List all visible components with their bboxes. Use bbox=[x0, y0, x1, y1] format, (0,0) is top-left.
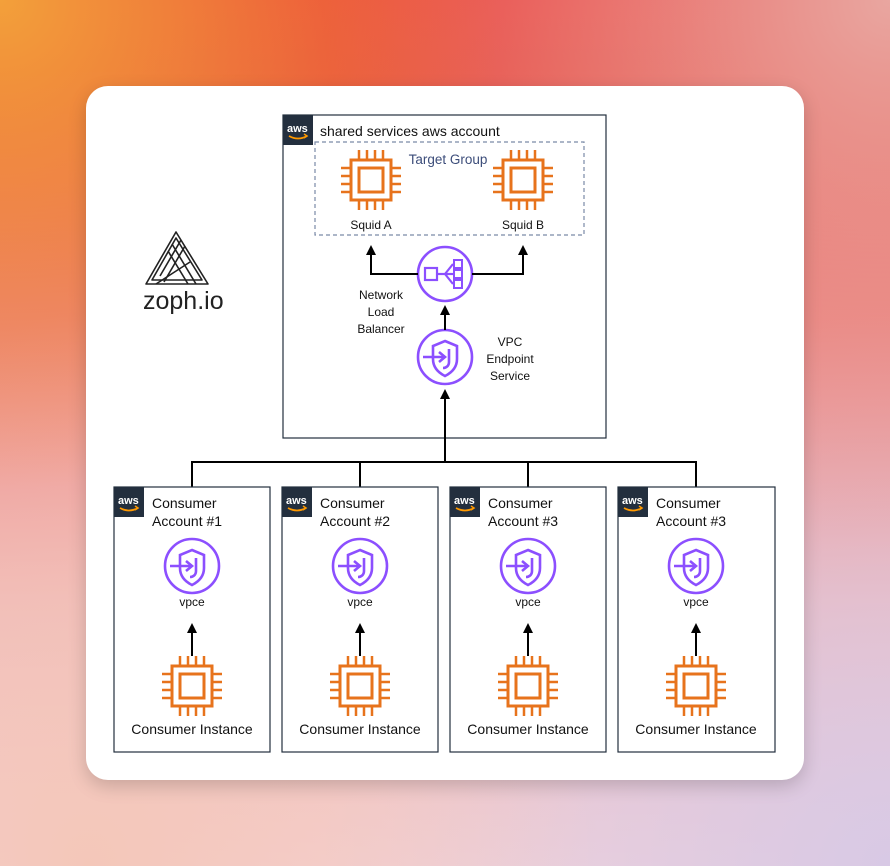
vpc-service-label-line1: VPC bbox=[498, 335, 523, 349]
consumer-account-4: aws Consumer Account #3 vpce Consumer In… bbox=[617, 486, 776, 753]
consumer-instance-label: Consumer Instance bbox=[467, 721, 589, 737]
zoph-logo: zoph.io bbox=[143, 231, 224, 315]
consumer-account-3: aws Consumer Account #3 vpce Consumer In… bbox=[449, 486, 607, 753]
squid-b-label: Squid B bbox=[502, 218, 544, 232]
vpc-service-label-line2: Endpoint bbox=[486, 352, 534, 366]
nlb-label-line3: Balancer bbox=[357, 322, 404, 336]
consumer-title-line2: Account #2 bbox=[320, 513, 390, 529]
account-title: shared services aws account bbox=[320, 123, 500, 139]
vpce-label: vpce bbox=[683, 595, 709, 609]
vpce-label: vpce bbox=[347, 595, 373, 609]
consumer-title-line2: Account #3 bbox=[488, 513, 558, 529]
consumer-title-line1: Consumer bbox=[320, 495, 385, 511]
vpce-label: vpce bbox=[515, 595, 541, 609]
vpc-service-label-line3: Service bbox=[490, 369, 530, 383]
consumer-connector-lines bbox=[191, 389, 697, 487]
consumer-title-line2: Account #1 bbox=[152, 513, 222, 529]
squid-a-label: Squid A bbox=[350, 218, 391, 232]
aws-badge-text: aws bbox=[454, 495, 475, 507]
nlb-to-squid-arrows bbox=[366, 245, 528, 330]
consumer-instance-label: Consumer Instance bbox=[635, 721, 757, 737]
consumer-instance-label: Consumer Instance bbox=[131, 721, 253, 737]
aws-badge-text: aws bbox=[286, 495, 307, 507]
aws-badge-text: aws bbox=[118, 495, 139, 507]
nlb-label-line2: Load bbox=[368, 305, 395, 319]
consumer-title-line1: Consumer bbox=[656, 495, 721, 511]
logo-text: zoph.io bbox=[143, 287, 224, 315]
consumer-title-line2: Account #3 bbox=[656, 513, 726, 529]
target-group-box bbox=[314, 141, 585, 236]
aws-badge-text: aws bbox=[622, 495, 643, 507]
consumer-account-2: aws Consumer Account #2 vpce Consumer In… bbox=[281, 486, 439, 753]
penrose-triangle-icon bbox=[145, 231, 209, 285]
aws-badge-text: aws bbox=[287, 123, 308, 135]
vpce-label: vpce bbox=[179, 595, 205, 609]
target-group-label: Target Group bbox=[409, 152, 488, 167]
shared-services-account: aws shared services aws account Target G… bbox=[282, 114, 607, 439]
nlb-label-line1: Network bbox=[359, 288, 404, 302]
consumer-title-line1: Consumer bbox=[488, 495, 553, 511]
consumer-title-line1: Consumer bbox=[152, 495, 217, 511]
consumer-account-1: aws Consumer Account #1 vpce Consumer In… bbox=[113, 486, 271, 753]
consumer-instance-label: Consumer Instance bbox=[299, 721, 421, 737]
